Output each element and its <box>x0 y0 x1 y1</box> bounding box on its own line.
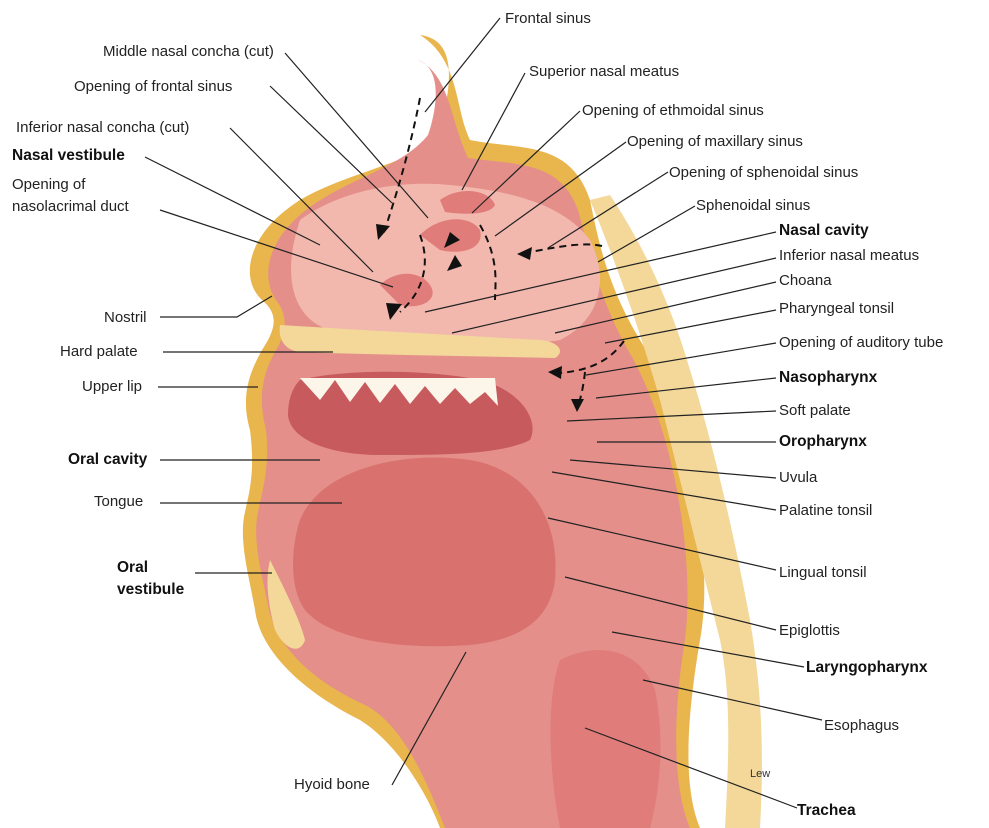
line-hyoid-bone <box>392 652 466 785</box>
label-opening-nasolacrimal-line1: Opening of <box>12 176 85 193</box>
arrowhead <box>447 255 462 271</box>
label-tongue: Tongue <box>94 493 143 510</box>
arrow-auditory-path <box>560 341 624 373</box>
label-opening-auditory-tube: Opening of auditory tube <box>779 334 943 351</box>
line-nasal-vestibule <box>145 157 320 245</box>
label-superior-nasal-meatus: Superior nasal meatus <box>529 63 679 80</box>
label-epiglottis: Epiglottis <box>779 622 840 639</box>
line-esophagus <box>643 680 822 720</box>
label-middle-nasal-concha: Middle nasal concha (cut) <box>103 43 274 60</box>
line-opening-auditory <box>586 343 776 375</box>
line-choana <box>555 282 776 333</box>
label-choana: Choana <box>779 272 832 289</box>
arrowhead <box>571 399 584 412</box>
label-opening-sphenoidal-sinus: Opening of sphenoidal sinus <box>669 164 858 181</box>
line-frontal-sinus <box>425 18 500 112</box>
line-nasopharynx <box>596 378 776 398</box>
label-uvula: Uvula <box>779 469 817 486</box>
line-inferior-concha <box>230 128 373 272</box>
label-nasal-vestibule: Nasal vestibule <box>12 147 125 164</box>
label-opening-nasolacrimal-line2: nasolacrimal duct <box>12 198 129 215</box>
label-lingual-tonsil: Lingual tonsil <box>779 564 867 581</box>
label-oral-cavity: Oral cavity <box>68 451 147 468</box>
label-soft-palate: Soft palate <box>779 402 851 419</box>
label-opening-frontal-sinus: Opening of frontal sinus <box>74 78 232 95</box>
line-opening-ethmoidal <box>472 111 580 213</box>
label-nasopharynx: Nasopharynx <box>779 369 877 386</box>
label-oropharynx: Oropharynx <box>779 433 867 450</box>
line-lingual-tonsil <box>548 518 776 570</box>
label-oral-vestibule-line1: Oral <box>117 559 148 576</box>
line-nostril <box>160 296 272 317</box>
label-opening-ethmoidal-sinus: Opening of ethmoidal sinus <box>582 102 764 119</box>
label-hard-palate: Hard palate <box>60 343 138 360</box>
arrow-maxillary-path <box>480 225 496 300</box>
label-opening-maxillary-sinus: Opening of maxillary sinus <box>627 133 803 150</box>
line-middle-concha <box>285 53 428 218</box>
label-frontal-sinus: Frontal sinus <box>505 10 591 27</box>
line-epiglottis <box>565 577 776 630</box>
line-nasal-cavity <box>425 232 776 312</box>
line-opening-maxillary <box>495 142 626 236</box>
line-soft-palate <box>567 411 776 421</box>
line-nasolacrimal <box>160 210 393 287</box>
line-laryngopharynx <box>612 632 804 667</box>
label-inferior-nasal-meatus: Inferior nasal meatus <box>779 247 919 264</box>
label-pharyngeal-tonsil: Pharyngeal tonsil <box>779 300 894 317</box>
label-nostril: Nostril <box>104 309 147 326</box>
arrowhead <box>517 247 532 260</box>
arrowhead <box>444 232 460 248</box>
label-inferior-nasal-concha: Inferior nasal concha (cut) <box>16 119 189 136</box>
line-palatine-tonsil <box>552 472 776 510</box>
arrow-frontal-path <box>383 98 420 235</box>
label-palatine-tonsil: Palatine tonsil <box>779 502 872 519</box>
label-oral-vestibule-line2: vestibule <box>117 581 184 598</box>
label-sphenoidal-sinus: Sphenoidal sinus <box>696 197 810 214</box>
arrow-ethmoidal-path <box>400 235 425 312</box>
arrowhead <box>376 224 390 240</box>
line-opening-frontal <box>270 86 392 203</box>
label-laryngopharynx: Laryngopharynx <box>806 659 927 676</box>
label-esophagus: Esophagus <box>824 717 899 734</box>
line-uvula <box>570 460 776 478</box>
label-upper-lip: Upper lip <box>82 378 142 395</box>
line-opening-sphenoidal <box>548 172 668 248</box>
arrowhead <box>548 366 562 379</box>
label-hyoid-bone: Hyoid bone <box>294 776 370 793</box>
arrow-sphenoidal-path <box>526 244 602 253</box>
label-trachea: Trachea <box>797 802 856 819</box>
artist-signature: Lew <box>750 766 770 783</box>
label-nasal-cavity: Nasal cavity <box>779 222 869 239</box>
